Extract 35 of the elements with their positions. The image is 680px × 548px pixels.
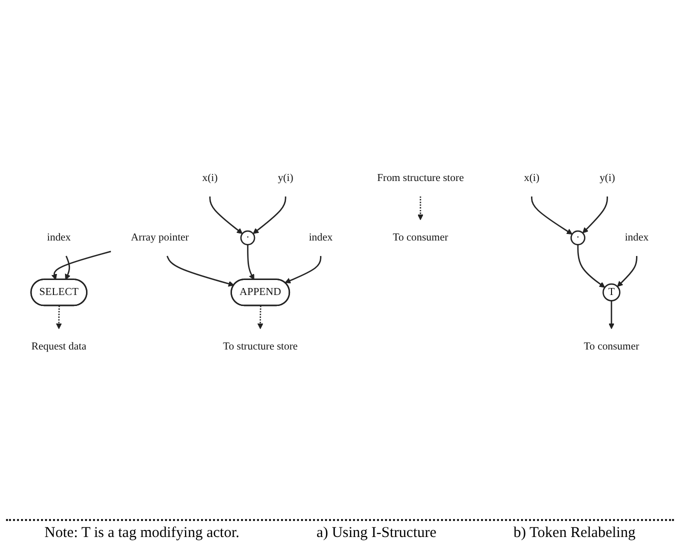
node-text: To consumer [392,232,448,244]
dataflow-diagram: x(i) y(i) From structure store x(i) y(i) index Array pointer · index To consumer · index SELECT APPEND T Request data To structure store To consumer [6,154,674,370]
node-text: x(i) [524,172,540,184]
note-text: a) Using I-Structure [316,525,436,542]
arrow [257,306,264,329]
note-text: b) Token Relabeling [513,525,636,542]
arrow [209,196,243,234]
arrow [65,256,70,280]
node-text: To structure store [222,340,298,352]
arrow [51,250,112,280]
node-text: y(i) [600,172,616,184]
arrow [166,256,234,286]
node-circle [570,230,586,246]
note-text: Note: T is a tag modifying actor. [44,525,240,542]
node-text: y(i) [278,172,294,184]
node-circle [240,230,256,246]
node-text: Request data [31,340,86,352]
node-text: index [624,232,649,244]
node-circle [602,283,620,302]
node-text: index [47,232,71,244]
node-text: To consumer [584,340,640,352]
arrow [284,256,322,284]
arrow [418,196,424,220]
node-text: index [308,232,333,244]
arrow [617,256,638,287]
arrow [252,196,286,234]
node-text: From structure store [377,172,464,184]
node-text: x(i) [202,172,218,184]
arrow [531,196,572,234]
arrow [577,244,606,288]
arrow [247,244,254,280]
node-text: Array pointer [130,232,189,244]
arrow [56,306,62,329]
arrow [582,196,608,234]
arrow [608,300,614,329]
